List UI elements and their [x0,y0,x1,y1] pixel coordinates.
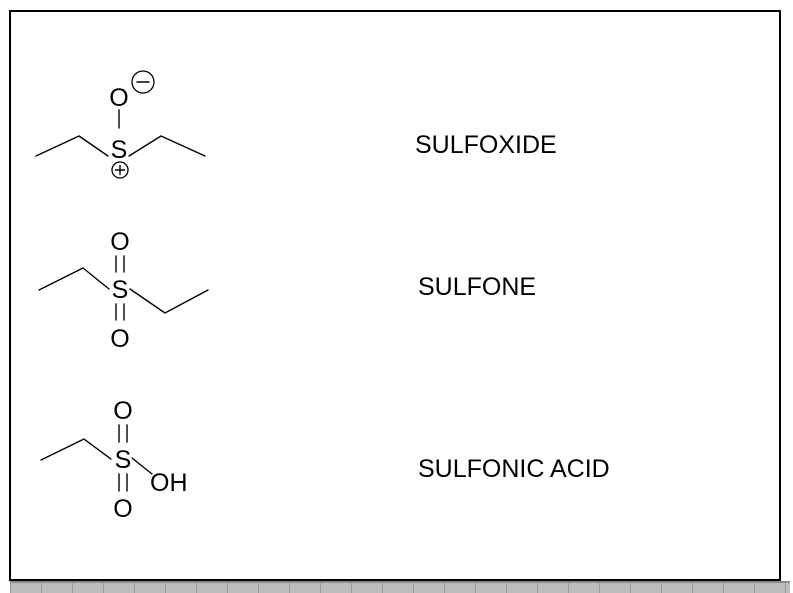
sulfoxide-left-ethyl-bond [35,135,109,157]
sulfonic-ethyl-bond [40,438,112,461]
sulfoxide-right-ethyl-bond [128,135,206,157]
sulfonic-bottom-oxygen-atom: O [113,495,132,523]
sulfone-top-oxygen-atom: O [110,228,129,256]
sulfone-right-ethyl-bond [129,288,209,314]
bottom-ruler [10,583,790,593]
sulfone-left-ethyl-bond [38,267,110,291]
sulfone-bottom-double-bond [115,303,125,321]
sulfonic-hydroxyl-group: OH [150,469,188,497]
sulfonic-s-oh-bond [131,457,153,475]
negative-charge-icon [131,70,155,94]
sulfonic-top-oxygen-atom: O [113,397,132,425]
sulfoxide-name-label: SULFOXIDE [415,131,557,159]
sulfone-structure: O S O [38,228,209,353]
sulfone-sulfur-atom: S [112,276,129,304]
diagram-frame [9,10,781,581]
sulfoxide-oxygen-atom: O [109,84,128,112]
sulfoxide-sulfur-atom: S [111,136,128,164]
sulfone-bottom-oxygen-atom: O [110,325,129,353]
positive-charge-icon [111,161,129,179]
sulfonic-sulfur-atom: S [115,446,132,474]
sulfonic-top-double-bond [118,424,128,443]
ruler-edge [10,581,790,583]
sulfone-name-label: SULFONE [418,273,537,301]
sulfonic-acid-structure: O S O OH [40,397,188,523]
sulfoxide-structure: O S [35,70,206,179]
sulfonic-bottom-double-bond [118,473,128,492]
sulfonic-acid-name-label: SULFONIC ACID [418,455,610,483]
sulfone-top-double-bond [115,255,125,273]
